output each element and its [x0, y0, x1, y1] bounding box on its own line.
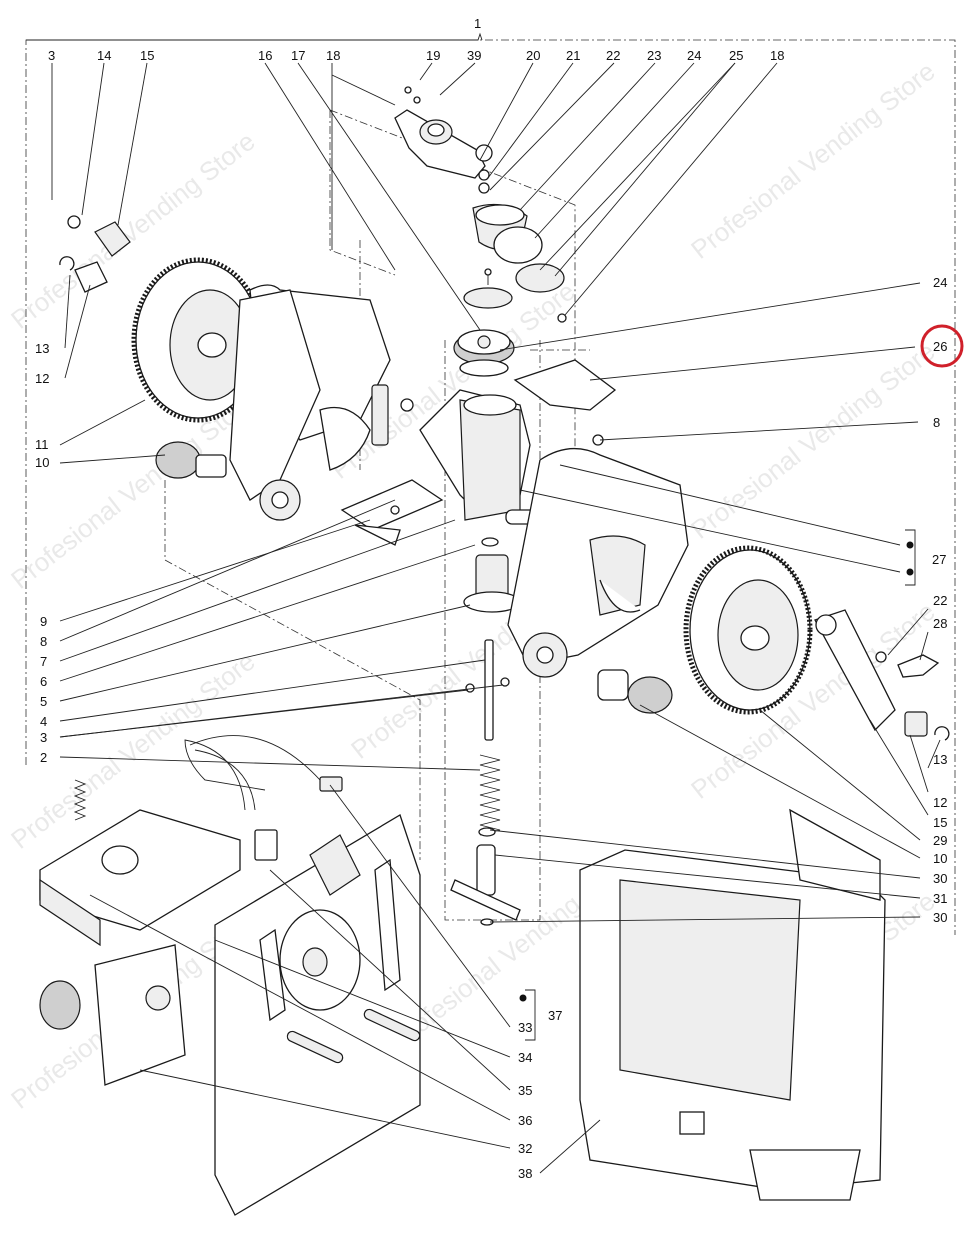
- callout-label: 22: [606, 48, 620, 63]
- callout-label: 5: [40, 694, 47, 709]
- left-pinion-part: [59, 215, 227, 479]
- watermark: Profesional Vending Store: [685, 56, 940, 265]
- callout-label: 12: [933, 795, 947, 810]
- watermark: Profesional Vending Store: [5, 386, 260, 595]
- right-crank-part: [814, 609, 950, 741]
- callout-label: 13: [933, 752, 947, 767]
- bullet-dot: [519, 994, 527, 1002]
- callout-label: 23: [647, 48, 661, 63]
- callout-label: 39: [467, 48, 481, 63]
- callout-label: 12: [35, 371, 49, 386]
- callout-label: 7: [40, 654, 47, 669]
- bullet-dot: [906, 568, 914, 576]
- callout-label: 24: [933, 275, 947, 290]
- switch-cable-part: [73, 735, 343, 861]
- callout-label: 31: [933, 891, 947, 906]
- highlight-circle: [920, 324, 964, 368]
- callout-label: 30: [933, 871, 947, 886]
- callout-label: 36: [518, 1113, 532, 1128]
- callout-label: 35: [518, 1083, 532, 1098]
- callout-label: 38: [518, 1166, 532, 1181]
- callout-label: 33: [518, 1020, 532, 1035]
- callout-label: 21: [566, 48, 580, 63]
- callout-label: 22: [933, 593, 947, 608]
- right-plate-part: [507, 447, 689, 678]
- callout-label: 18: [326, 48, 340, 63]
- back-plate-part: [214, 814, 421, 1216]
- callout-label: 15: [933, 815, 947, 830]
- callout-label: 29: [933, 833, 947, 848]
- callout-label: 37: [548, 1008, 562, 1023]
- bottom-bracket-part: [39, 809, 241, 947]
- callout-label: 20: [526, 48, 540, 63]
- callout-label: 30: [933, 910, 947, 925]
- callout-label: 9: [40, 614, 47, 629]
- dispenser-valve-part: [394, 86, 567, 323]
- callout-label: 10: [35, 455, 49, 470]
- callout-label-highlighted: 26: [933, 339, 947, 354]
- callout-label: 32: [518, 1141, 532, 1156]
- callout-label: 3: [40, 730, 47, 745]
- piston-part: [463, 537, 521, 741]
- callout-label: 1: [474, 16, 481, 31]
- callout-label: 25: [729, 48, 743, 63]
- leader-lines: [51, 62, 941, 1174]
- callout-label: 10: [933, 851, 947, 866]
- callout-label: 2: [40, 750, 47, 765]
- brew-chamber-part: [419, 359, 617, 525]
- waste-bin-part: [579, 808, 886, 1201]
- callout-label: 24: [687, 48, 701, 63]
- motor-part: [39, 944, 186, 1086]
- callout-label: 14: [97, 48, 111, 63]
- callout-label: 27: [932, 552, 946, 567]
- callout-label: 8: [40, 634, 47, 649]
- left-slider-part: [340, 479, 444, 546]
- spring-part: [479, 754, 501, 836]
- right-gear-part: [683, 545, 813, 715]
- left-lever-part: [229, 289, 414, 521]
- callout-label: 4: [40, 714, 47, 729]
- callout-label: 13: [35, 341, 49, 356]
- callout-label: 15: [140, 48, 154, 63]
- callout-label: 19: [426, 48, 440, 63]
- callout-label: 28: [933, 616, 947, 631]
- callout-label: 17: [291, 48, 305, 63]
- callout-label: 6: [40, 674, 47, 689]
- callout-label: 18: [770, 48, 784, 63]
- callout-label: 11: [35, 437, 49, 452]
- parts-layer: [39, 86, 950, 1216]
- right-pinion-part: [597, 669, 673, 714]
- callout-label: 3: [48, 48, 55, 63]
- bullet-markers: [519, 541, 914, 1002]
- outlet-fitting-part: [450, 827, 521, 926]
- watermark: Profesional Vending Store: [685, 336, 940, 545]
- filter-disk-part: [453, 329, 515, 377]
- callout-label: 16: [258, 48, 272, 63]
- callout-label: 34: [518, 1050, 532, 1065]
- bullet-dot: [906, 541, 914, 549]
- callout-label: 8: [933, 415, 940, 430]
- callout-labels: 1 3 14 15 16 17 18 19 39 20 21 22 23 24 …: [35, 16, 947, 1181]
